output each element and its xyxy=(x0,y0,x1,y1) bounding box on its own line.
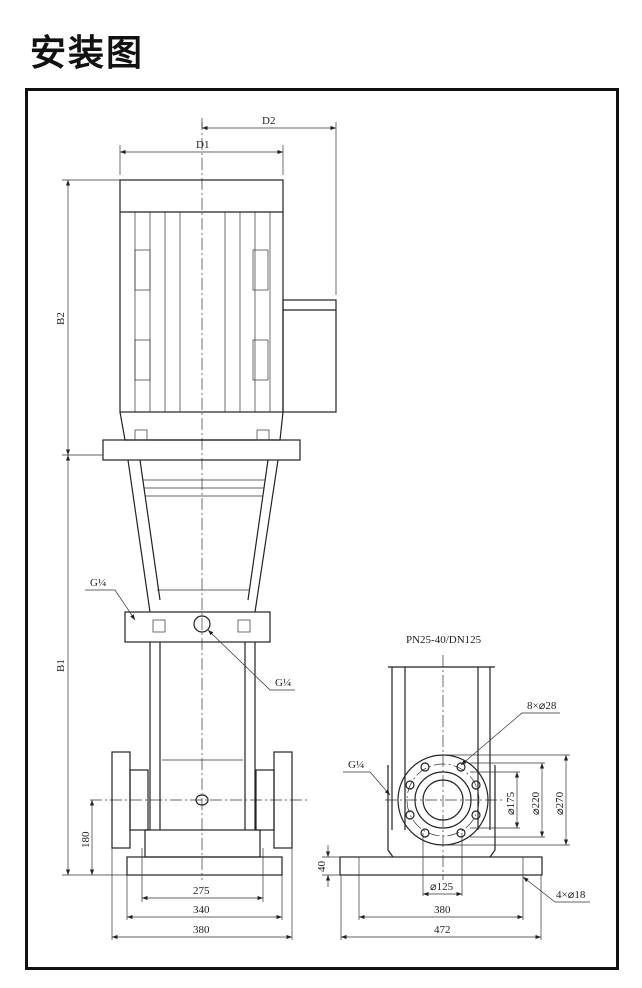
dim-b1: B1 xyxy=(55,659,67,672)
page-title: 安装图 xyxy=(30,33,145,74)
dim-d2: D2 xyxy=(262,115,275,127)
dim-d220: ⌀220 xyxy=(530,791,542,815)
drawing-frame xyxy=(25,88,619,970)
dim-180: 180 xyxy=(80,831,92,848)
dim-side-380: 380 xyxy=(434,904,451,916)
dim-d125: ⌀125 xyxy=(430,881,454,893)
terminal-box xyxy=(282,299,337,413)
dim-275: 275 xyxy=(193,885,210,897)
side-plug-label: G¼ xyxy=(348,759,364,771)
dim-340: 340 xyxy=(193,904,210,916)
dim-d270: ⌀270 xyxy=(554,791,566,815)
dim-472: 472 xyxy=(434,924,451,936)
base-holes-label: 4×⌀18 xyxy=(556,889,586,901)
bolt-holes-label: 8×⌀28 xyxy=(527,700,557,712)
flange-spec: PN25-40/DN125 xyxy=(406,634,482,646)
base xyxy=(126,856,283,876)
plug-label-top: G¼ xyxy=(90,577,106,589)
front-view: D1 D2 B2 B1 180 275 340 380 G¼ G¼ xyxy=(55,115,337,940)
side-base xyxy=(339,856,543,876)
dim-d175: ⌀175 xyxy=(505,791,517,815)
dim-b2: B2 xyxy=(55,312,67,325)
dim-40: 40 xyxy=(316,861,328,873)
dim-380: 380 xyxy=(193,924,210,936)
pump-head xyxy=(124,611,271,643)
plug-label-side: G¼ xyxy=(275,677,291,689)
dim-d1: D1 xyxy=(196,139,209,151)
side-view: PN25-40/DN125 8×⌀28 G¼ ⌀175 ⌀220 ⌀270 40… xyxy=(316,634,590,940)
motor-body xyxy=(119,179,284,413)
